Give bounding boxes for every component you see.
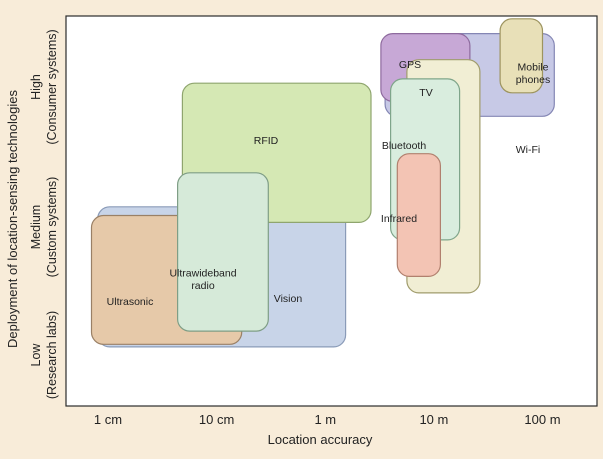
x-tick-10-cm: 10 cm	[199, 412, 234, 427]
x-tick-100-m: 100 m	[524, 412, 560, 427]
y-tick-high: High	[29, 74, 43, 100]
label-rfid: RFID	[254, 135, 279, 147]
label-wi-fi: Wi-Fi	[516, 144, 541, 156]
label-vision: Vision	[274, 293, 303, 305]
y-tick-low: Low	[29, 343, 43, 367]
label-ultrasonic: Ultrasonic	[107, 296, 154, 308]
x-tick-1-cm: 1 cm	[94, 412, 122, 427]
x-axis-title: Location accuracy	[268, 432, 373, 447]
region-infrared	[396, 153, 441, 277]
y-subtick-high: (Consumer systems)	[45, 29, 59, 144]
label-bluetooth: Bluetooth	[382, 140, 427, 152]
label-tv: TV	[419, 87, 432, 99]
x-tick-10-m: 10 m	[419, 412, 448, 427]
x-tick-labels: 1 cm 10 cm 1 m 10 m 100 m	[94, 412, 561, 427]
y-subtick-medium: (Custom systems)	[45, 177, 59, 278]
y-tick-labels: Low(Research labs) Medium(Custom systems)…	[29, 29, 59, 399]
y-tick-medium: Medium	[29, 205, 43, 249]
y-axis-title: Deployment of location-sensing technolog…	[5, 90, 20, 348]
label-infrared: Infrared	[381, 213, 417, 225]
label-gps: GPS	[399, 59, 421, 71]
x-tick-1-m: 1 m	[314, 412, 336, 427]
region-mobile-phones	[499, 18, 544, 94]
region-ultrawideband-radio	[177, 172, 269, 332]
y-subtick-low: (Research labs)	[45, 311, 59, 399]
regions-layer	[90, 18, 555, 348]
